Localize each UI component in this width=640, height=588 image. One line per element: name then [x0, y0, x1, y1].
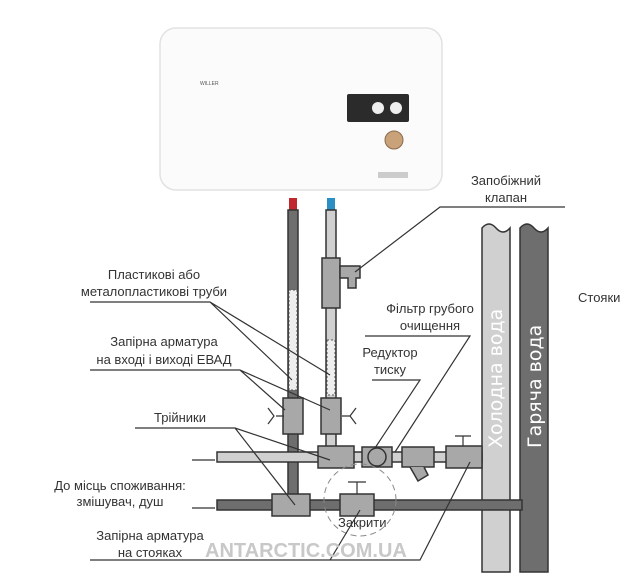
risers-label: Стояки [578, 290, 620, 305]
cold-water-riser: Холодна вода [481, 223, 511, 573]
hot-outlet-cap [289, 198, 297, 210]
coarse-filter [401, 446, 435, 483]
filter-label-2: очищення [400, 318, 460, 333]
flex-hose-hot [288, 289, 298, 391]
shutoff-heater-label-2: на вході і виході ЕВАД [96, 352, 231, 367]
leader-lines [90, 206, 565, 561]
water-heater: WILLER [159, 27, 443, 191]
cold-riser-shutoff-valve [445, 435, 483, 469]
thermostat-knob-icon [372, 102, 384, 114]
safety-valve-label-2: клапан [485, 190, 527, 205]
shutoff-heater-label-1: Запірна арматура [110, 334, 218, 349]
cold-tee [317, 445, 355, 469]
consumers-label-2: змішувач, душ [77, 494, 164, 509]
reducer-label-2: тиску [374, 362, 407, 377]
safety-valve [321, 257, 361, 309]
pipes-label-2: металопластикові труби [81, 284, 227, 299]
close-highlight-circle [323, 463, 397, 537]
cold-riser-label: Холодна вода [485, 309, 507, 448]
hot-tee [271, 493, 311, 517]
mode-knob-icon [390, 102, 402, 114]
shutoff-risers-label-1: Запірна арматура [96, 528, 204, 543]
thermometer-badge-icon [384, 130, 404, 150]
pipes-label-1: Пластикові або [108, 267, 200, 282]
close-label: Закрити [338, 515, 386, 530]
cold-inlet-cap [327, 198, 335, 210]
hot-water-riser: Гаряча вода [519, 223, 549, 573]
cold-shutoff-valve [320, 397, 357, 435]
pressure-reducer [361, 446, 393, 468]
flex-hose-cold [326, 339, 336, 396]
reducer-label-1: Редуктор [362, 345, 417, 360]
consumers-label-1: До місць споживання: [54, 478, 186, 493]
hot-riser-label: Гаряча вода [524, 325, 546, 448]
watermark: ANTARCTIC.COM.UA [205, 540, 407, 562]
hot-shutoff-valve [267, 397, 304, 435]
safety-valve-label-1: Запобіжний [471, 173, 541, 188]
tees-label: Трійники [154, 410, 206, 425]
heater-nameplate [378, 172, 408, 178]
shutoff-risers-label-2: на стояках [118, 545, 183, 560]
heater-brand-logo: WILLER [200, 81, 219, 87]
filter-label-1: Фільтр грубого [386, 301, 474, 316]
bypass-shutoff-valve [339, 481, 375, 517]
